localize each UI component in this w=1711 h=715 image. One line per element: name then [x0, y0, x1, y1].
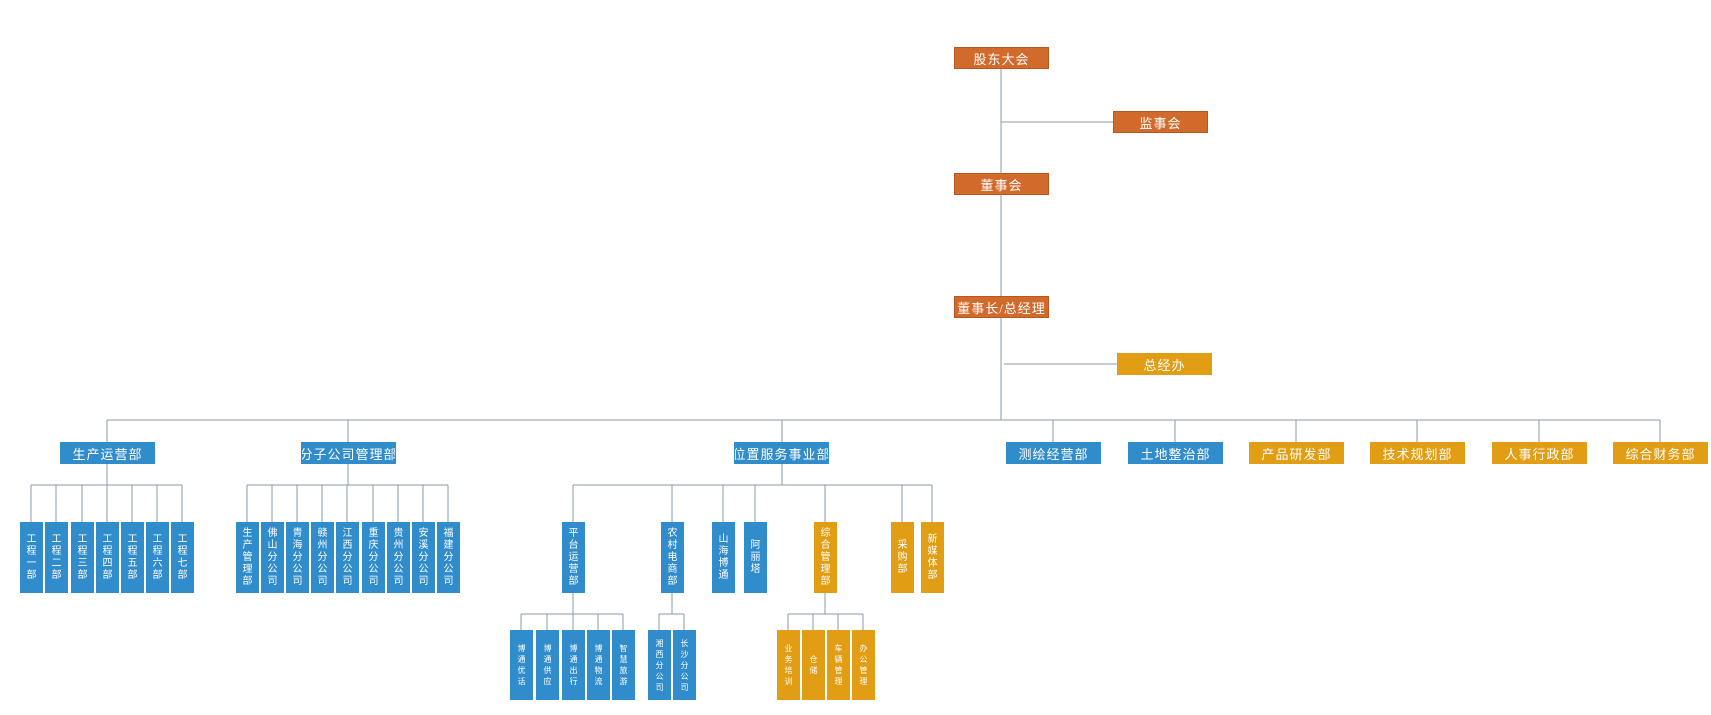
unit-engineering-1[interactable]: 工程一部	[20, 522, 43, 593]
unit-business-training[interactable]: 业务培训	[777, 630, 800, 700]
unit-xiangxi-branch[interactable]: 湘西分公司	[648, 630, 671, 700]
unit-fujian-branch[interactable]: 福建分公司	[437, 522, 460, 593]
unit-platform-ops[interactable]: 平台运营部	[562, 522, 585, 593]
node-chairman-gm[interactable]: 董事长/总经理	[954, 296, 1049, 318]
unit-changsha-branch[interactable]: 长沙分公司	[673, 630, 696, 700]
unit-rural-ecommerce[interactable]: 农村电商部	[661, 522, 684, 593]
dept-location-services[interactable]: 位置服务事业部	[734, 442, 829, 464]
unit-shanhai-botong[interactable]: 山海博通	[712, 522, 735, 593]
dept-hr-admin[interactable]: 人事行政部	[1492, 442, 1587, 464]
unit-botong-logistics[interactable]: 博通物流	[587, 630, 610, 700]
unit-production-mgmt[interactable]: 生产管理部	[236, 522, 259, 593]
unit-jiangxi-branch[interactable]: 江西分公司	[336, 522, 359, 593]
dept-rnd[interactable]: 产品研发部	[1249, 442, 1344, 464]
dept-subsidiary-mgmt[interactable]: 分子公司管理部	[301, 442, 396, 464]
unit-vehicle-mgmt[interactable]: 车辆管理	[827, 630, 850, 700]
node-shareholders[interactable]: 股东大会	[954, 47, 1049, 69]
node-supervisory-board[interactable]: 监事会	[1113, 111, 1208, 133]
dept-production[interactable]: 生产运营部	[60, 442, 155, 464]
unit-anxi-branch[interactable]: 安溪分公司	[412, 522, 435, 593]
unit-engineering-7[interactable]: 工程七部	[171, 522, 194, 593]
unit-botong-supply[interactable]: 博通供应	[536, 630, 559, 700]
unit-engineering-2[interactable]: 工程二部	[45, 522, 68, 593]
unit-aliyuta[interactable]: 阿丽塔	[744, 522, 767, 593]
unit-botong-youhua[interactable]: 博通优话	[510, 630, 533, 700]
unit-botong-travel[interactable]: 博通出行	[562, 630, 585, 700]
unit-warehousing[interactable]: 仓储	[802, 630, 825, 700]
unit-engineering-5[interactable]: 工程五部	[121, 522, 144, 593]
dept-surveying[interactable]: 测绘经营部	[1006, 442, 1101, 464]
unit-qinghai-branch[interactable]: 青海分公司	[286, 522, 309, 593]
node-gm-office[interactable]: 总经办	[1117, 353, 1212, 375]
unit-engineering-3[interactable]: 工程三部	[71, 522, 94, 593]
unit-guizhou-branch[interactable]: 贵州分公司	[387, 522, 410, 593]
unit-ganzhou-branch[interactable]: 赣州分公司	[311, 522, 334, 593]
dept-finance[interactable]: 综合财务部	[1613, 442, 1708, 464]
unit-chongqing-branch[interactable]: 重庆分公司	[362, 522, 385, 593]
dept-land[interactable]: 土地整治部	[1128, 442, 1223, 464]
unit-office-mgmt[interactable]: 办公管理	[852, 630, 875, 700]
unit-purchasing[interactable]: 采购部	[891, 522, 914, 593]
dept-tech-planning[interactable]: 技术规划部	[1370, 442, 1465, 464]
unit-foshan-branch[interactable]: 佛山分公司	[261, 522, 284, 593]
node-board-of-directors[interactable]: 董事会	[954, 173, 1049, 195]
unit-general-mgmt[interactable]: 综合管理部	[814, 522, 837, 593]
unit-new-media[interactable]: 新媒体部	[921, 522, 944, 593]
unit-smart-tourism[interactable]: 智慧旅游	[612, 630, 635, 700]
unit-engineering-4[interactable]: 工程四部	[96, 522, 119, 593]
unit-engineering-6[interactable]: 工程六部	[146, 522, 169, 593]
